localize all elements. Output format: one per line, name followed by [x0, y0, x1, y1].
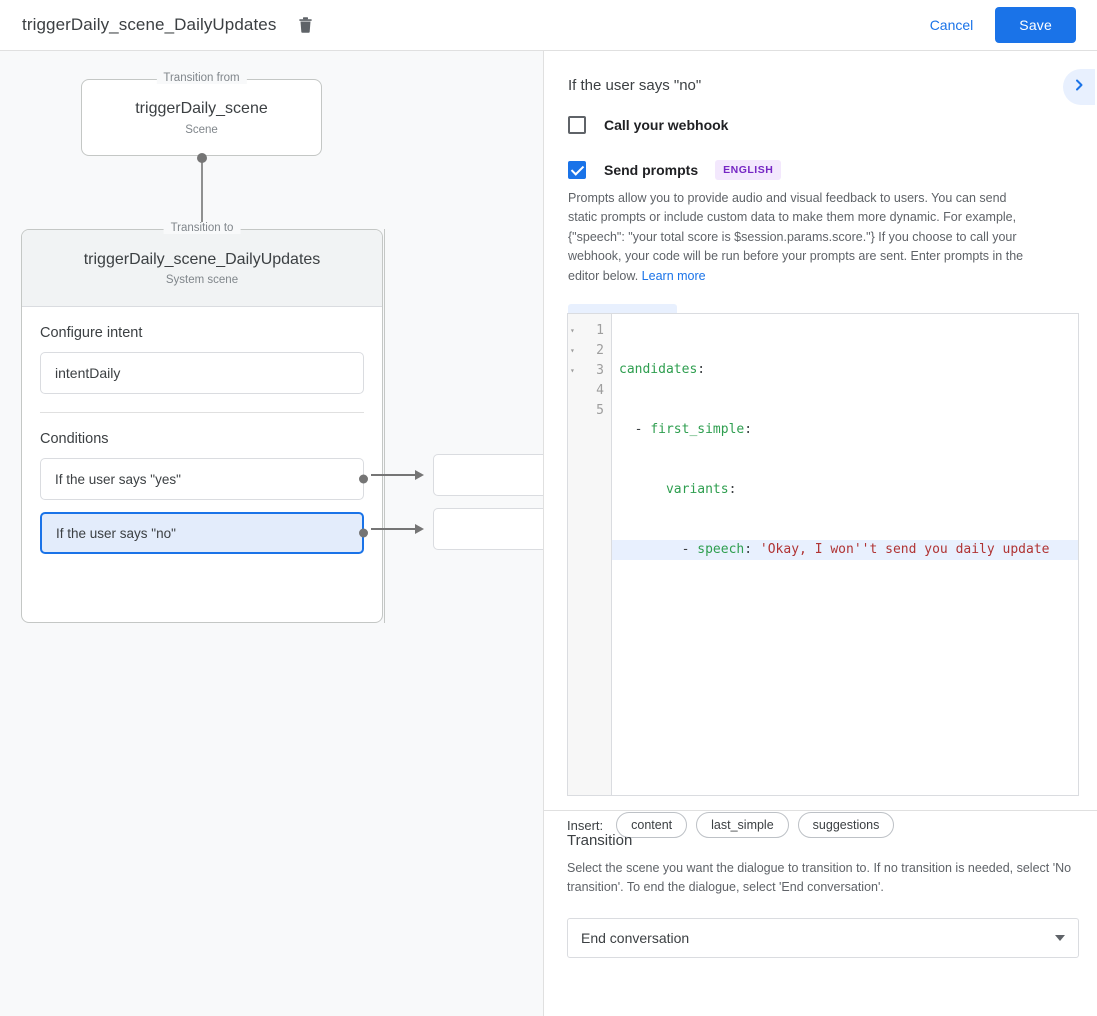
section-divider	[40, 412, 364, 413]
transition-select[interactable]: End conversation	[567, 917, 1079, 958]
yaml-key: speech	[697, 542, 745, 557]
code-line-4: - speech: 'Okay, I won''t send you daily…	[612, 540, 1078, 560]
gutter-row: 4	[568, 380, 611, 400]
edge-line-no	[371, 528, 416, 530]
yaml-punct: :	[744, 542, 760, 557]
transition-to-legend: Transition to	[163, 222, 241, 234]
prompts-description-text: Prompts allow you to provide audio and v…	[568, 191, 1024, 283]
transition-to-subtitle: System scene	[165, 274, 239, 287]
transition-from-legend: Transition from	[156, 72, 247, 84]
cancel-button[interactable]: Cancel	[916, 8, 988, 42]
configure-intent-section: Configure intent intentDaily	[22, 307, 382, 413]
condition-label: If the user says "yes"	[55, 471, 181, 487]
yaml-indent: -	[619, 542, 698, 557]
conditions-label: Conditions	[40, 431, 109, 447]
line-number: 3	[596, 362, 604, 378]
learn-more-link[interactable]: Learn more	[641, 268, 706, 283]
editor-code-area[interactable]: candidates: - first_simple: variants: - …	[612, 314, 1078, 795]
transition-to-title: triggerDaily_scene_DailyUpdates	[83, 250, 321, 268]
prompt-code-editor[interactable]: ▾ 1 ▾ 2 ▾ 3 4 5 candidates: - first_simp…	[567, 313, 1079, 796]
insert-chip-suggestions[interactable]: suggestions	[797, 812, 895, 838]
yaml-key: first_simple	[650, 422, 745, 437]
gutter-row: ▾ 3	[568, 360, 611, 380]
yaml-key: candidates	[619, 362, 698, 377]
yaml-punct: :	[744, 422, 753, 437]
yaml-string: 'Okay, I won''t send you daily update	[759, 542, 1050, 557]
call-webhook-checkbox[interactable]	[568, 116, 586, 134]
transition-title: Transition	[567, 832, 633, 849]
yaml-punct: :	[728, 482, 737, 497]
caret-down-icon	[1055, 934, 1065, 941]
transition-select-value: End conversation	[581, 929, 690, 946]
fold-toggle-icon[interactable]: ▾	[570, 325, 575, 335]
chevron-right-icon	[1072, 78, 1086, 97]
gutter-row: 5	[568, 400, 611, 420]
code-line-3: variants:	[612, 480, 1078, 500]
yaml-punct: :	[697, 362, 706, 377]
fold-toggle-icon[interactable]: ▾	[570, 345, 575, 355]
insert-chips-row: Insert: content last_simple suggestions	[567, 812, 903, 838]
code-line-2: - first_simple:	[612, 420, 1078, 440]
edge-line-yes	[371, 474, 416, 476]
insert-chip-content[interactable]: content	[616, 812, 688, 838]
language-badge: ENGLISH	[715, 160, 782, 180]
condition-item-no[interactable]: If the user says "no"	[40, 512, 368, 554]
code-line-1: candidates:	[612, 360, 1078, 380]
configure-intent-label: Configure intent	[40, 325, 143, 341]
save-button[interactable]: Save	[995, 7, 1076, 43]
delete-button[interactable]	[292, 12, 318, 38]
intent-field[interactable]: intentDaily	[40, 352, 364, 394]
top-bar: triggerDaily_scene_DailyUpdates Cancel S…	[0, 0, 1097, 51]
transition-to-node[interactable]: Transition to triggerDaily_scene_DailyUp…	[21, 222, 383, 623]
transition-from-node[interactable]: Transition from triggerDaily_scene Scene	[81, 72, 322, 156]
edge-arrowhead-yes	[415, 470, 424, 480]
transition-from-title: triggerDaily_scene	[135, 100, 268, 118]
line-number: 1	[596, 322, 604, 338]
gutter-row: ▾ 2	[568, 340, 611, 360]
editor-gutter: ▾ 1 ▾ 2 ▾ 3 4 5	[568, 314, 612, 795]
yaml-indent	[619, 482, 666, 497]
transition-section: Transition Select the scene you want the…	[567, 832, 1079, 958]
expand-panel-button[interactable]	[1063, 69, 1095, 105]
scene-graph-canvas[interactable]: Transition from triggerDaily_scene Scene…	[0, 51, 543, 1016]
yaml-key: variants	[665, 482, 729, 497]
yaml-indent: -	[619, 422, 651, 437]
call-webhook-row[interactable]: Call your webhook	[544, 116, 1097, 134]
page-title: triggerDaily_scene_DailyUpdates	[22, 15, 277, 34]
call-webhook-label: Call your webhook	[604, 117, 729, 133]
edge-arrowhead-no	[415, 524, 424, 534]
condition-port-dot[interactable]	[359, 474, 368, 484]
line-number: 5	[596, 402, 604, 418]
target-node-stub-yes[interactable]	[433, 454, 543, 496]
panel-title: If the user says "no"	[568, 77, 702, 94]
send-prompts-label: Send prompts	[604, 162, 699, 178]
condition-item-yes[interactable]: If the user says "yes"	[40, 458, 368, 500]
fold-toggle-icon[interactable]: ▾	[570, 365, 575, 375]
panel-header: If the user says "no"	[544, 51, 1097, 94]
graph-rail-line	[384, 229, 385, 623]
target-node-stub-no[interactable]	[433, 508, 543, 550]
line-number: 4	[596, 382, 604, 398]
insert-chip-last-simple[interactable]: last_simple	[696, 812, 789, 838]
gutter-row: ▾ 1	[568, 320, 611, 340]
trash-icon	[297, 16, 314, 34]
panel-section-divider	[544, 810, 1097, 811]
transition-from-subtitle: Scene	[185, 123, 218, 136]
line-number: 2	[596, 342, 604, 358]
condition-label: If the user says "no"	[56, 525, 176, 541]
insert-label: Insert:	[567, 817, 604, 833]
send-prompts-checkbox[interactable]	[568, 161, 586, 179]
prompts-description: Prompts allow you to provide audio and v…	[544, 189, 1060, 286]
transition-to-header: triggerDaily_scene_DailyUpdates System s…	[22, 230, 382, 307]
condition-port-dot[interactable]	[359, 528, 368, 538]
code-line-5	[612, 600, 1078, 620]
send-prompts-row[interactable]: Send prompts ENGLISH	[544, 160, 1097, 180]
transition-description: Select the scene you want the dialogue t…	[567, 861, 1072, 895]
conditions-section: Conditions If the user says "yes" If the…	[22, 413, 382, 554]
